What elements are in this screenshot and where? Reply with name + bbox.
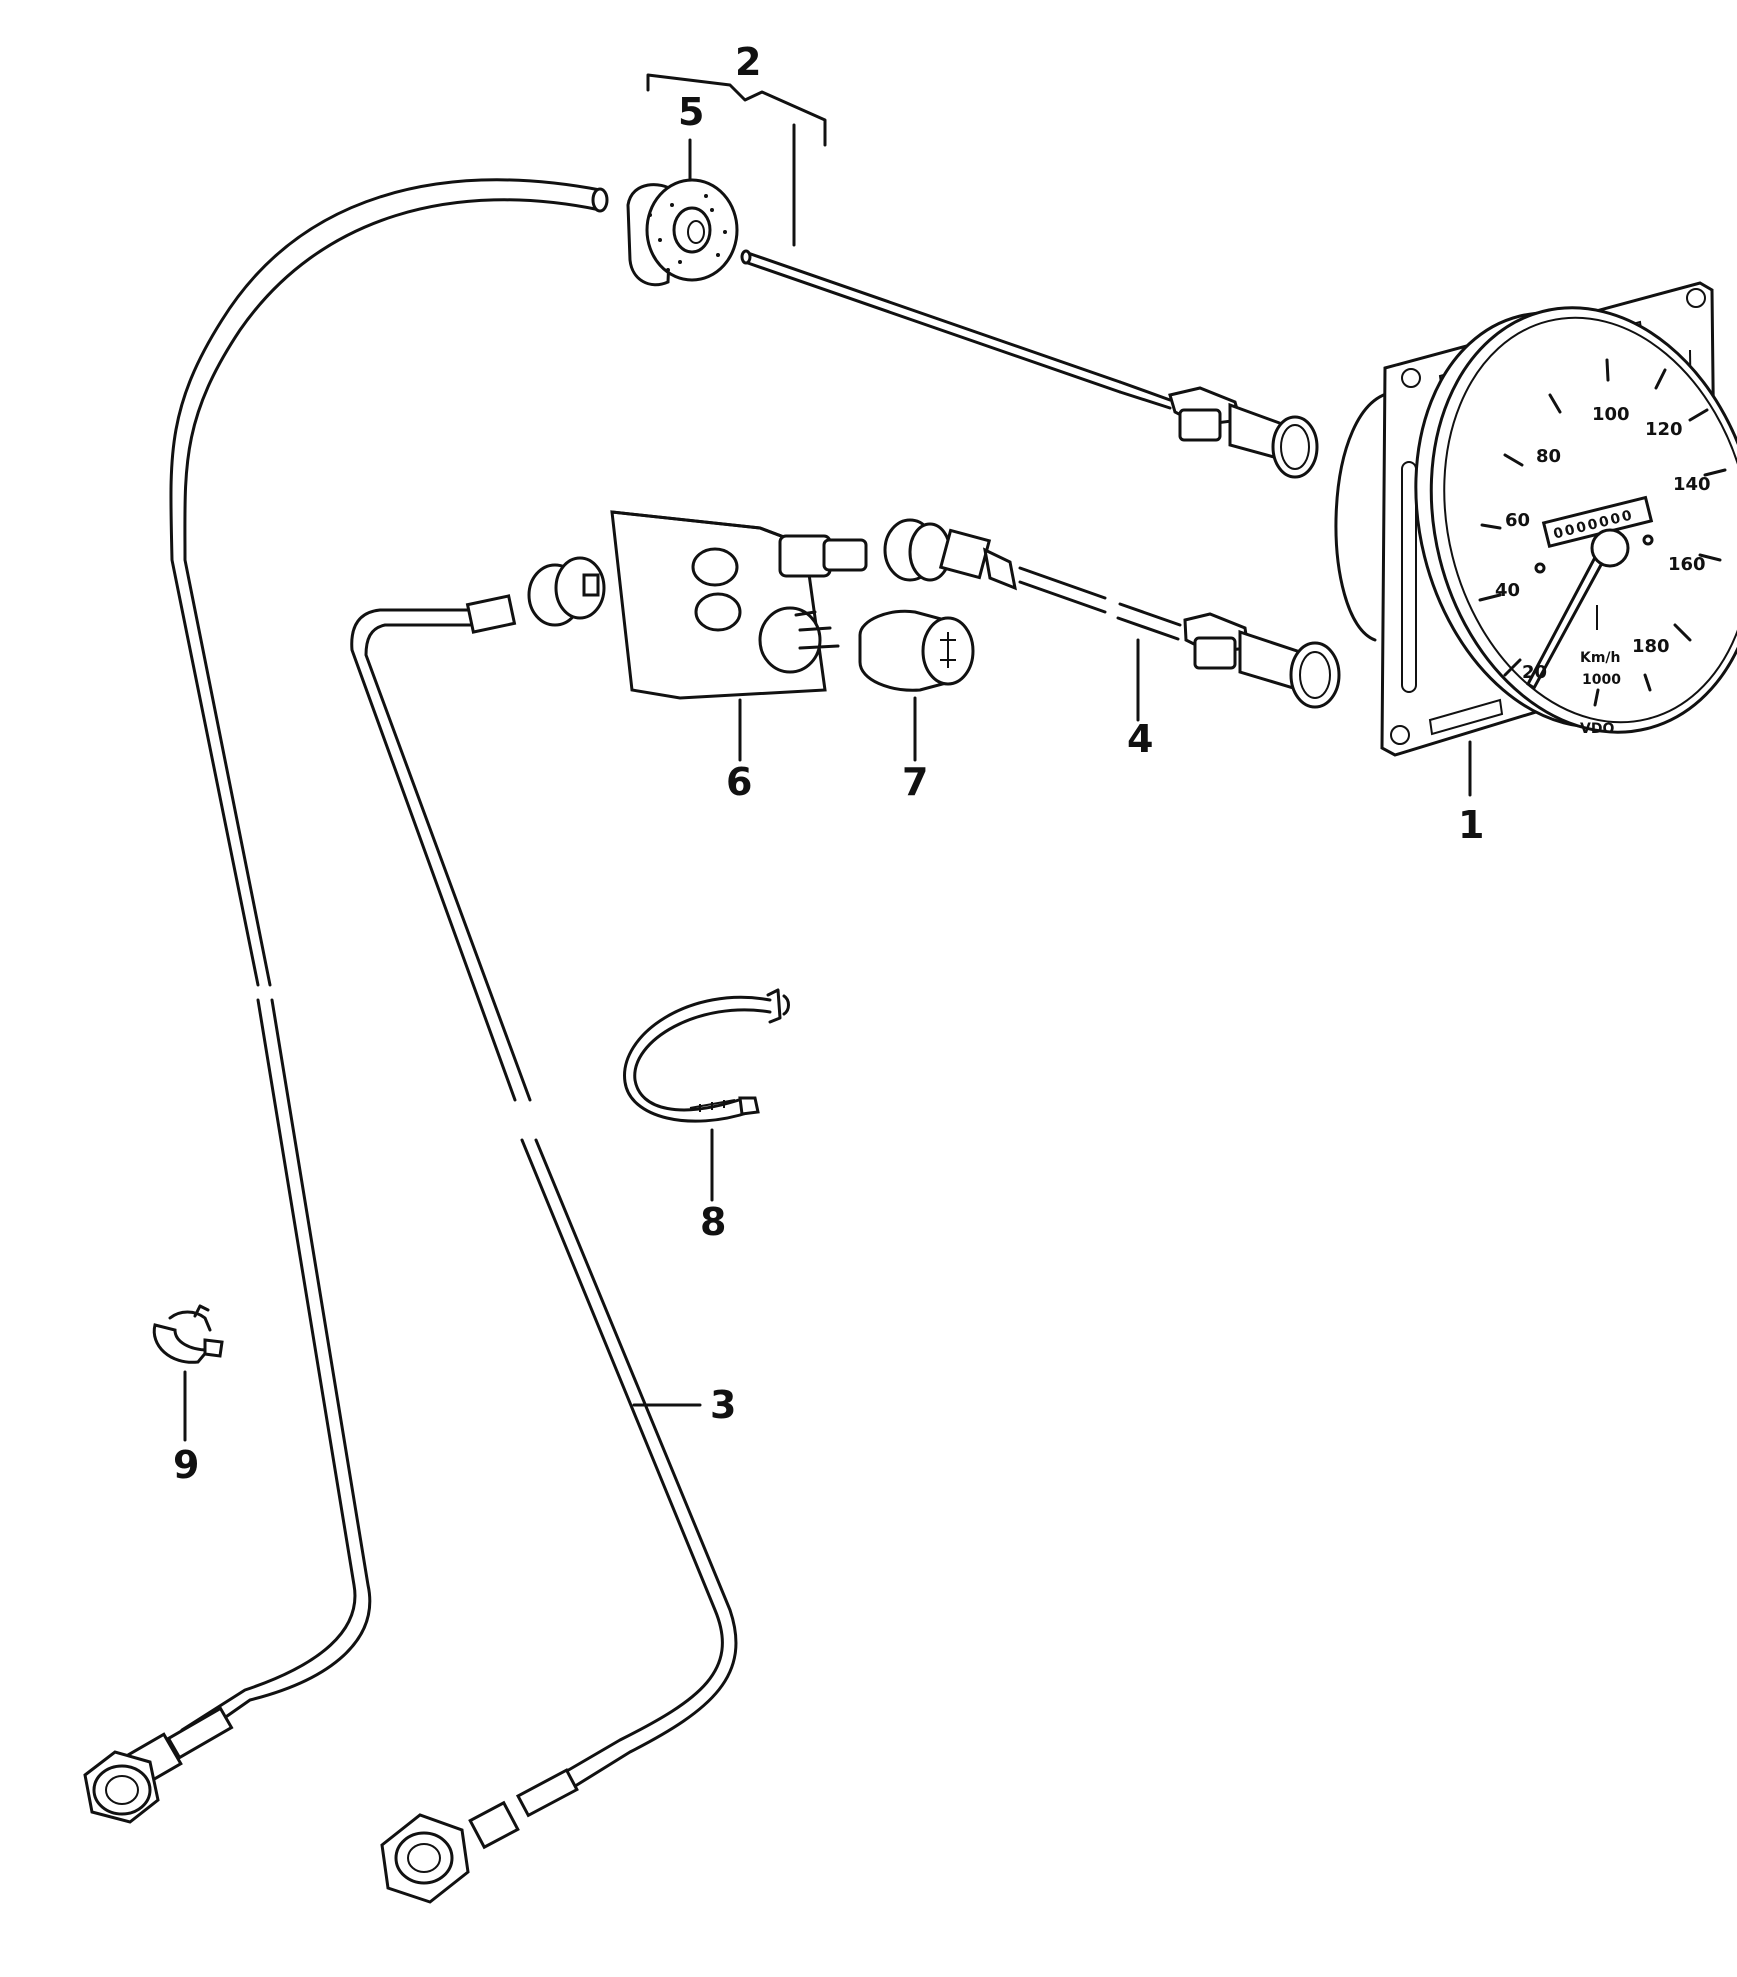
dial-label-160: 160 — [1668, 554, 1706, 575]
dial-label-40: 40 — [1495, 580, 1520, 601]
dial-label-100: 100 — [1592, 404, 1630, 425]
dial-odo-factor: 1000 — [1582, 672, 1621, 688]
dial-unit: Km/h — [1580, 650, 1621, 666]
dial-label-120: 120 — [1645, 419, 1683, 440]
callout-7: 7 — [902, 760, 928, 804]
junction-block — [610, 510, 868, 762]
group-bracket — [646, 73, 827, 147]
dial-label-20: 20 — [1522, 662, 1547, 683]
dial-label-80: 80 — [1536, 446, 1561, 467]
callout-9: 9 — [173, 1443, 199, 1487]
callout-8: 8 — [700, 1200, 726, 1244]
dial-label-140: 140 — [1673, 474, 1711, 495]
needle-hub — [1590, 528, 1630, 568]
callout-3: 3 — [710, 1383, 736, 1427]
cable-strap — [623, 988, 790, 1202]
dial-label-60: 60 — [1505, 510, 1530, 531]
speedometer: 0000000 20 40 60 80 100 120 140 160 180 … — [1334, 281, 1737, 797]
speedometer-cable-second — [350, 556, 738, 1904]
callout-6: 6 — [726, 760, 752, 804]
callout-5: 5 — [678, 90, 704, 134]
grommet — [626, 138, 739, 287]
speedometer-cable-long — [83, 178, 609, 1824]
small-clip — [152, 1304, 224, 1442]
callout-1: 1 — [1458, 803, 1484, 847]
cable-short — [883, 518, 1341, 722]
connector-cap — [858, 609, 975, 762]
dial-label-180: 180 — [1632, 636, 1670, 657]
callout-2: 2 — [735, 40, 761, 84]
callout-4: 4 — [1127, 717, 1153, 761]
dial-brand: VDO — [1580, 721, 1614, 737]
speedometer-cable-upper — [740, 249, 1319, 479]
